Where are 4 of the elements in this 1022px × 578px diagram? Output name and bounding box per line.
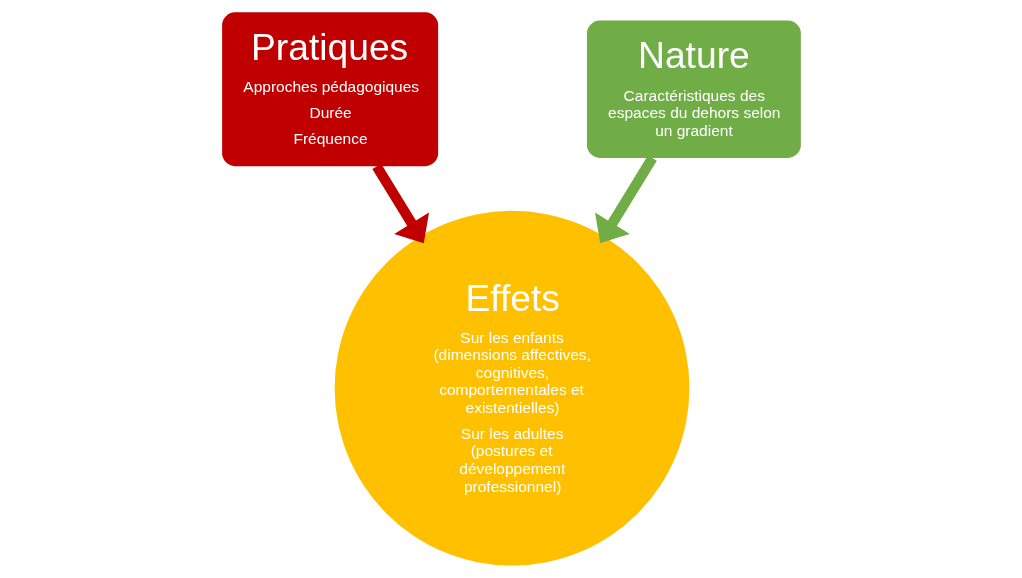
arrow xyxy=(371,163,429,244)
arrow xyxy=(594,155,657,244)
node-box: Nature Caractéristiques des espaces du dehors selon un gradient xyxy=(586,20,801,158)
node-box: Pratiques Approches pédagogiques Durée Fréquence xyxy=(221,12,438,167)
